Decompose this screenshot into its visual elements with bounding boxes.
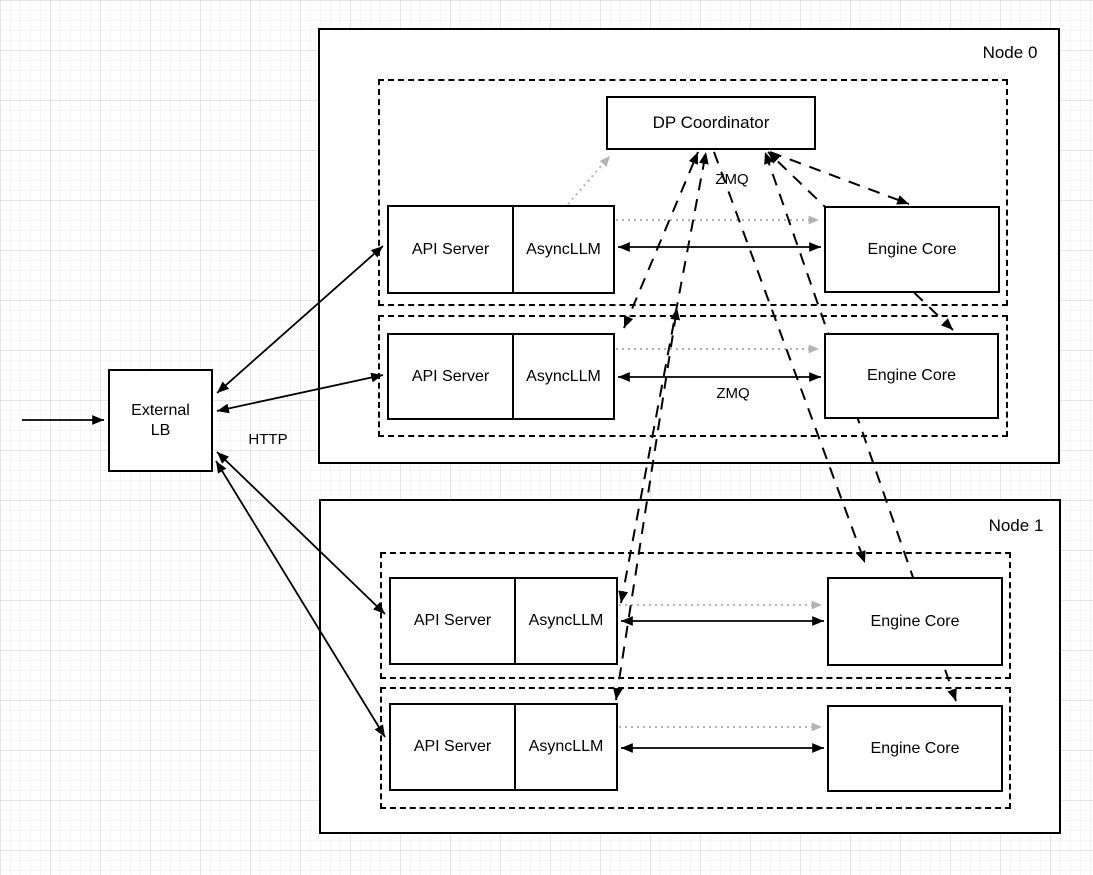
external-lb-box: External LB <box>108 369 213 472</box>
asyncllm-label: AsyncLLM <box>514 579 616 663</box>
external-lb-label-line2: LB <box>150 421 171 439</box>
engine-core-label: Engine Core <box>867 240 957 258</box>
api-asyncllm-box-n0r0: API Server AsyncLLM <box>387 205 615 294</box>
zmq-label-row: ZMQ <box>716 385 750 402</box>
engine-core-label: Engine Core <box>867 367 956 384</box>
engine-core-box-n0r0: Engine Core <box>824 206 1000 293</box>
api-server-label: API Server <box>413 612 492 629</box>
api-asyncllm-box-n1r0: API Server AsyncLLM <box>389 577 618 665</box>
api-server-label: API Server <box>411 367 490 385</box>
http-label: HTTP <box>248 431 288 448</box>
engine-core-box-n1r1: Engine Core <box>827 705 1003 792</box>
node1-replica1-boundary <box>380 687 1011 809</box>
asyncllm-label: AsyncLLM <box>514 705 616 789</box>
engine-core-box-n0r1: Engine Core <box>824 333 999 419</box>
node-0-label: Node 0 <box>982 43 1038 62</box>
engine-core-label: Engine Core <box>870 739 960 757</box>
zmq-label-coordinator: ZMQ <box>715 171 749 188</box>
asyncllm-label: AsyncLLM <box>512 207 613 292</box>
dp-coordinator-box: DP Coordinator <box>606 96 816 150</box>
api-server-label: API Server <box>413 738 492 755</box>
api-asyncllm-box-n0r1: API Server AsyncLLM <box>387 333 615 420</box>
asyncllm-label: AsyncLLM <box>512 335 613 418</box>
external-lb-label-line1: External <box>131 401 190 419</box>
dp-coordinator-label: DP Coordinator <box>652 113 770 133</box>
node-1-label: Node 1 <box>988 516 1044 535</box>
api-asyncllm-box-n1r1: API Server AsyncLLM <box>389 703 618 791</box>
engine-core-box-n1r0: Engine Core <box>827 577 1003 666</box>
engine-core-label: Engine Core <box>870 612 960 630</box>
api-server-label: API Server <box>411 240 490 258</box>
